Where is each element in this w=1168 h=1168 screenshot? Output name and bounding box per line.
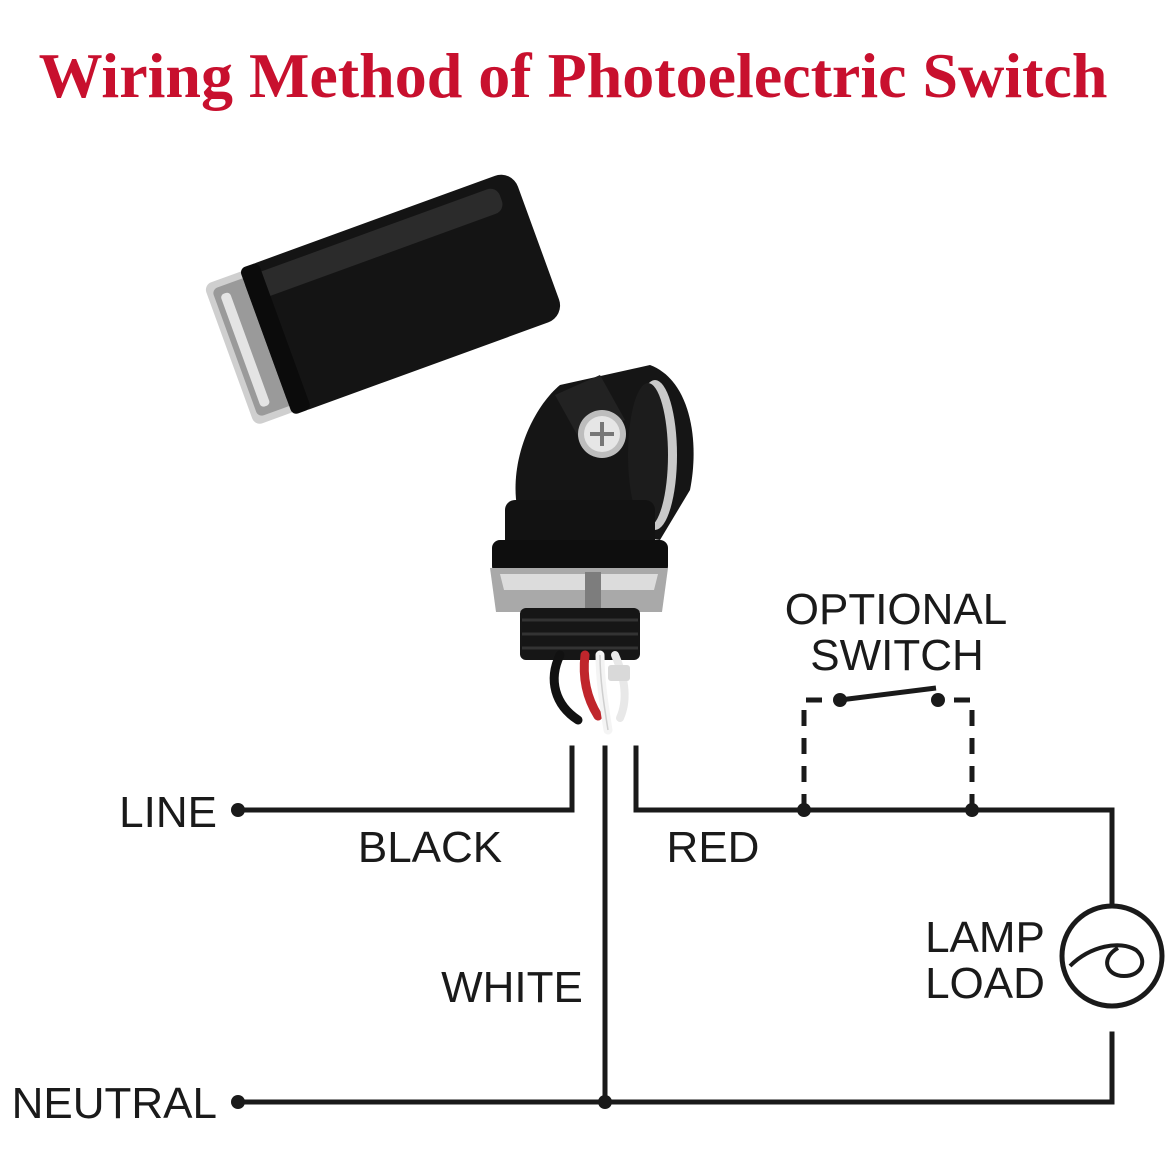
neutral-wire <box>235 1031 1115 1105</box>
lamp-label-line2: LOAD <box>925 959 1045 1008</box>
optional-switch-label-line2: SWITCH <box>810 631 984 680</box>
white-wire-label: WHITE <box>441 963 583 1012</box>
optional-switch-icon <box>801 685 975 810</box>
line-label: LINE <box>119 788 217 837</box>
photoelectric-sensor-icon <box>205 174 694 735</box>
red-wire <box>633 745 1115 907</box>
black-wire-label: BLACK <box>358 823 502 872</box>
optional-switch-label-line1: OPTIONAL <box>785 585 1008 634</box>
wiring-lines <box>235 745 1115 1105</box>
neutral-label: NEUTRAL <box>12 1079 217 1128</box>
line-wire <box>235 745 575 813</box>
lamp-label-line1: LAMP <box>925 913 1045 962</box>
neutral-terminal <box>231 1095 245 1109</box>
lamp-load-icon <box>1059 903 1165 1009</box>
page-title: Wiring Method of Photoelectric Switch <box>39 40 1108 111</box>
red-wire-label: RED <box>667 823 760 872</box>
line-terminal <box>231 803 245 817</box>
neutral-junction <box>598 1095 612 1109</box>
